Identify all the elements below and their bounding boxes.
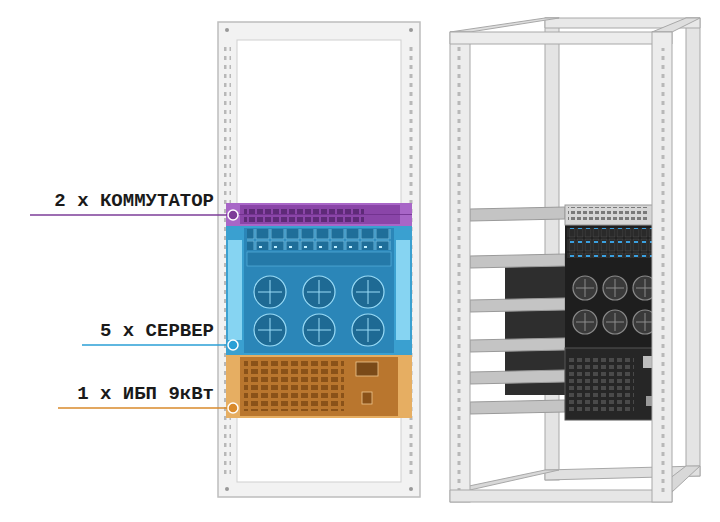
- corner-hole: [225, 487, 229, 491]
- back-post: [686, 18, 700, 476]
- front-post: [652, 32, 672, 502]
- ups-face: [240, 357, 398, 416]
- server-body: [226, 226, 412, 355]
- side-top-bar: [450, 18, 559, 32]
- rack-opening: [237, 40, 401, 482]
- server-panel: [247, 252, 391, 266]
- rail: [470, 370, 565, 384]
- fan-grill: [576, 279, 654, 331]
- rail: [470, 298, 565, 312]
- drive-bays: [567, 228, 663, 258]
- fan-grills: [258, 280, 380, 342]
- switch-unit: [565, 205, 665, 225]
- front-top-bar: [450, 32, 672, 44]
- callout-label: 1 x ИБП 9кВт: [77, 383, 214, 405]
- fans: [254, 276, 384, 346]
- ups-vents: [568, 356, 634, 412]
- switch-divider: [226, 214, 412, 215]
- rail: [470, 207, 565, 221]
- ups-vents: [244, 361, 344, 411]
- server-band: [226, 226, 412, 355]
- ups-display: [356, 362, 378, 376]
- callout-label: 5 x СЕРВЕР: [100, 320, 214, 342]
- switch-ports: [244, 215, 364, 223]
- ups-unit: [565, 348, 665, 420]
- rails: [470, 207, 565, 414]
- switch-band: [226, 203, 412, 226]
- ups-button: [362, 392, 372, 404]
- switch-body: [226, 203, 412, 226]
- front-bottom-bar: [450, 490, 672, 502]
- server-face: [244, 228, 394, 353]
- callout-label: 2 x КОММУТАТОР: [54, 190, 214, 212]
- front-rack: [218, 22, 420, 497]
- rail: [470, 338, 565, 352]
- post-holes: [457, 38, 463, 496]
- corner-hole: [409, 28, 413, 32]
- leader-line: [30, 214, 233, 216]
- side-top-bar: [652, 18, 700, 32]
- switch-ports: [244, 206, 364, 214]
- leader-dot: [228, 210, 238, 220]
- server-handle: [396, 240, 410, 340]
- leader-line: [82, 344, 233, 346]
- rail: [470, 254, 565, 268]
- leader-line: [58, 407, 233, 409]
- fan-grill: [258, 280, 380, 342]
- switch-ports: [568, 207, 648, 223]
- perspective-rack: [450, 18, 700, 502]
- post-holes: [659, 48, 665, 496]
- corner-hole: [225, 28, 229, 32]
- leader-dot: [228, 340, 238, 350]
- leader-lines: [30, 210, 238, 413]
- rail: [470, 400, 565, 414]
- front-post: [450, 32, 470, 502]
- ups-body: [226, 355, 412, 418]
- fans: [573, 276, 657, 334]
- server-handle: [228, 240, 242, 340]
- rack-frame: [218, 22, 420, 497]
- equipment-body: [565, 205, 665, 420]
- drive-bays: [247, 229, 391, 250]
- ups-band: [226, 355, 412, 418]
- equipment-stack: [565, 205, 665, 420]
- corner-hole: [409, 487, 413, 491]
- leader-dot: [228, 403, 238, 413]
